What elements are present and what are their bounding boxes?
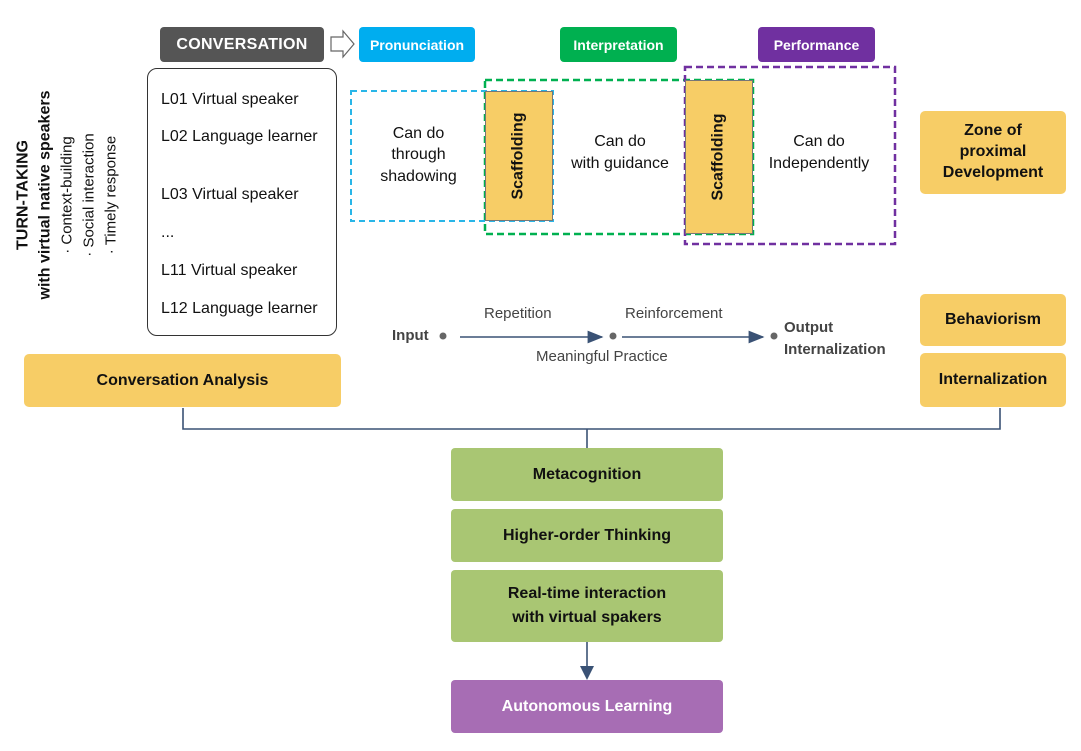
- process-output-label: Output: [784, 319, 834, 336]
- higher-order-thinking-box: Higher-order Thinking: [451, 509, 723, 562]
- process-dot-middle: [609, 332, 617, 340]
- guidance-text: Can do with guidance: [571, 133, 669, 172]
- turn-taking-subtitle: with virtual native speakers: [36, 90, 54, 300]
- turn-taking-bullet: · Timely response: [102, 135, 120, 255]
- process-repetition-label: Repetition: [484, 305, 552, 322]
- behaviorism-box: Behaviorism: [920, 294, 1066, 346]
- process-meaningful-practice-label: Meaningful Practice: [536, 348, 668, 365]
- zpd-box: Zone of proximal Development: [920, 111, 1066, 194]
- conversation-analysis-box: Conversation Analysis: [24, 354, 341, 407]
- list-item: L03 Virtual speaker: [161, 186, 299, 203]
- interpretation-zone: [483, 78, 755, 236]
- internalization-box: Internalization: [920, 353, 1066, 407]
- pronunciation-tag: Pronunciation: [359, 27, 475, 62]
- list-item: L12 Language learner: [161, 300, 318, 317]
- independent-text: Can do Independently: [768, 133, 870, 172]
- autonomous-arrowhead-icon: [580, 666, 594, 680]
- realtime-interaction-box: Real-time interaction with virtual spake…: [451, 570, 723, 642]
- performance-tag: Performance: [758, 27, 875, 62]
- turn-list: L01 Virtual speaker L02 Language learner…: [147, 68, 337, 336]
- list-item: L11 Virtual speaker: [161, 262, 298, 279]
- conversation-arrow-icon: [330, 29, 355, 59]
- bracket-connector: [182, 408, 1001, 430]
- process-input-label: Input: [392, 327, 429, 344]
- process-dot-output: [770, 332, 778, 340]
- turn-taking-bullet: · Social interaction: [80, 133, 98, 257]
- turn-taking-bullet: · Context-building: [58, 136, 76, 254]
- process-reinforcement-label: Reinforcement: [625, 305, 723, 322]
- pronunciation-zone: [350, 90, 554, 222]
- list-item: L01 Virtual speaker: [161, 91, 299, 108]
- turn-taking-title: TURN-TAKING: [14, 140, 32, 250]
- autonomous-learning-box: Autonomous Learning: [451, 680, 723, 733]
- turn-taking-label: TURN-TAKING with virtual native speakers…: [0, 91, 167, 300]
- scaffolding-bar-1: Scaffolding: [485, 91, 553, 221]
- process-output-internalization-label: Internalization: [784, 341, 886, 358]
- shadowing-text: Can do through shadowing: [380, 124, 457, 185]
- metacognition-box: Metacognition: [451, 448, 723, 501]
- conversation-tag: CONVERSATION: [160, 27, 324, 62]
- list-item: ...: [161, 224, 175, 241]
- scaffolding-bar-2: Scaffolding: [685, 80, 753, 234]
- list-item: L02 Language learner: [161, 128, 318, 145]
- process-dot-input: [439, 332, 447, 340]
- interpretation-tag: Interpretation: [560, 27, 677, 62]
